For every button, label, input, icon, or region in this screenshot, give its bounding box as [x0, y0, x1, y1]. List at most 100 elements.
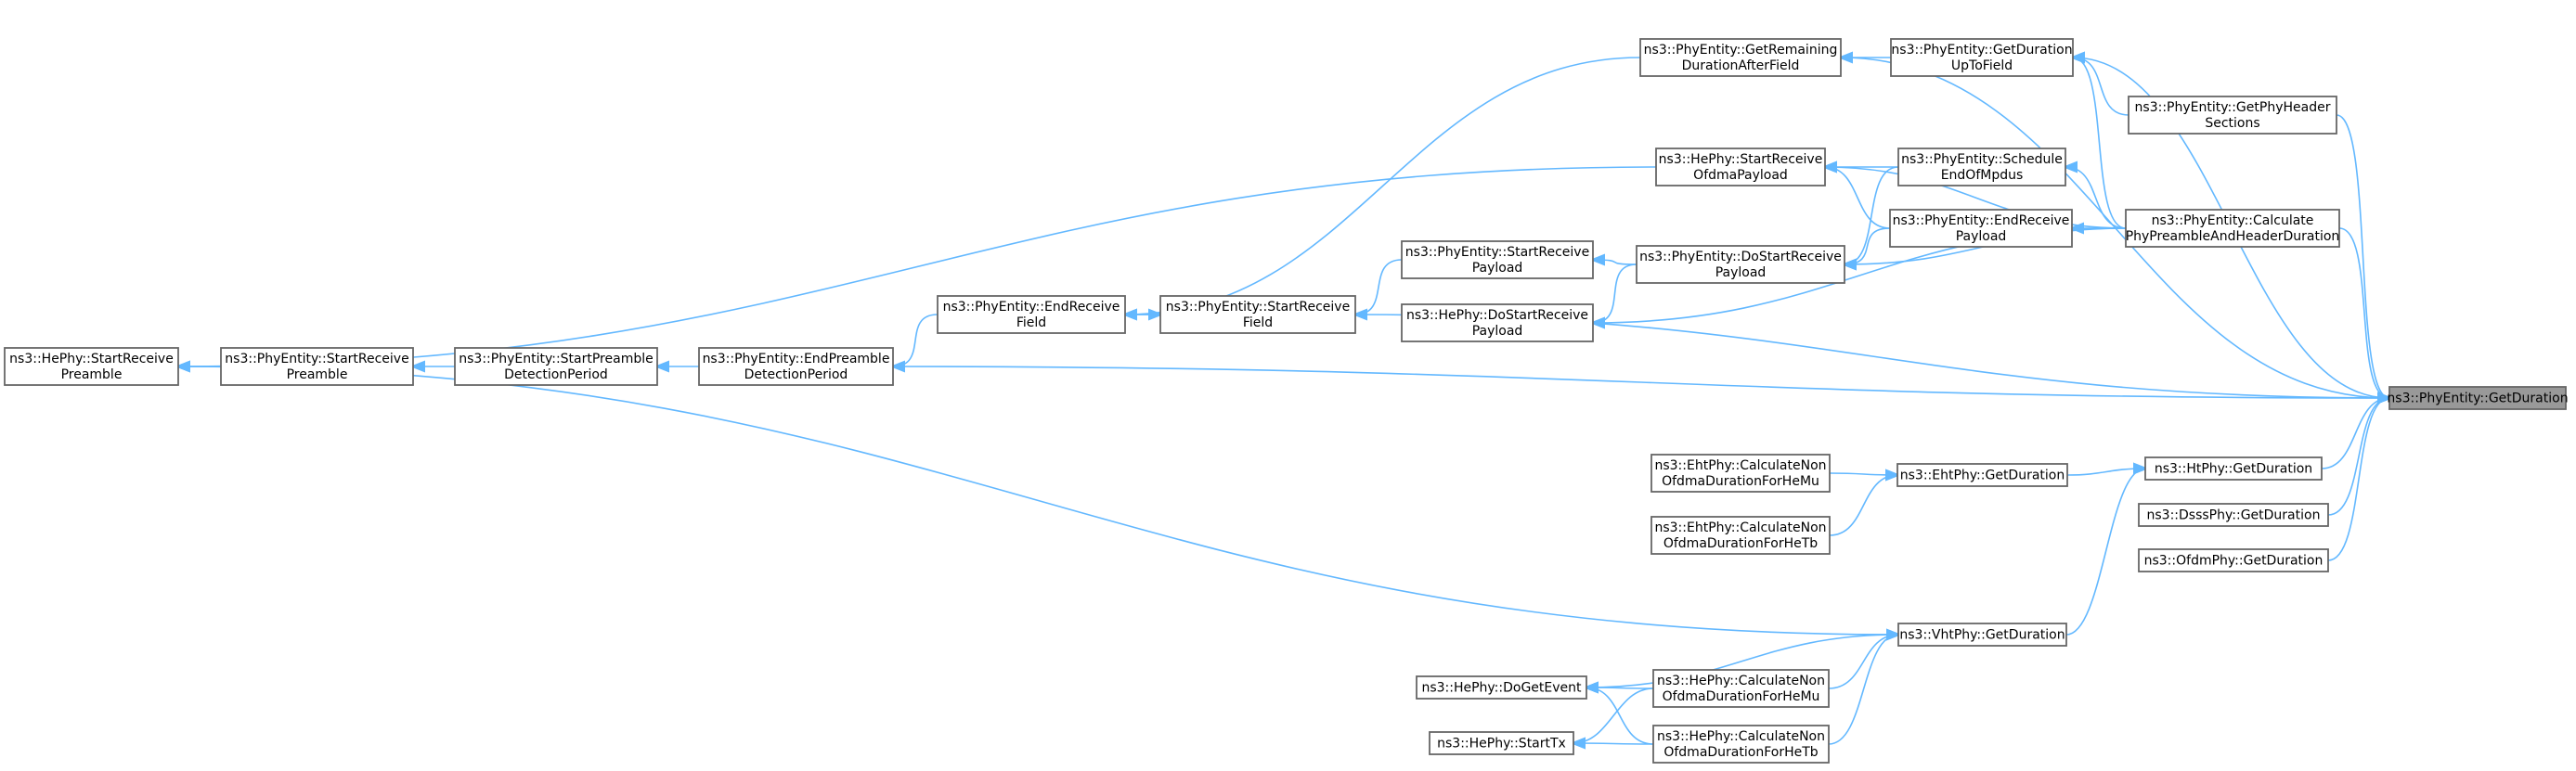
node-label: ns3::HePhy::StartTx [1437, 737, 1566, 752]
node-box [2138, 503, 2329, 527]
node-box [454, 347, 658, 386]
node-label: ns3::PhyEntity::EndReceive [1893, 213, 2070, 228]
node-box [1650, 516, 1831, 555]
node-box [1159, 295, 1356, 334]
node-ofdmgetduration[interactable]: ns3::OfdmPhy::GetDuration [2138, 548, 2329, 572]
edge-hepsro-to-hestartpreamble [178, 166, 1657, 366]
node-box [1652, 725, 1830, 764]
node-ehtnonmu[interactable]: ns3::EhtPhy::CalculateNonOfdmaDurationFo… [1650, 454, 1831, 493]
node-ehtgetduration[interactable]: ns3::EhtPhy::GetDuration [1896, 463, 2068, 487]
node-dogetevent[interactable]: ns3::HePhy::DoGetEvent [1416, 675, 1587, 700]
node-label: ns3::OfdmPhy::GetDuration [2144, 554, 2324, 569]
node-box [4, 347, 179, 386]
edge-henontb-to-dogetevent [1586, 687, 1654, 745]
node-label: ns3::PhyEntity::GetDuration [1891, 43, 2072, 58]
node-label: EndOfMpdus [1941, 168, 2024, 183]
edge-henontb-to-starttx [1573, 743, 1654, 744]
node-label: ns3::HePhy::StartReceive [1659, 152, 1823, 167]
node-box [2388, 386, 2567, 410]
node-box [1897, 623, 2067, 647]
edge-henonmu-to-vhtgetduration [1828, 635, 1898, 689]
edge-endrecvfield-to-endpreamble [893, 314, 938, 366]
node-box [1897, 148, 2066, 186]
node-label: Payload [1472, 261, 1523, 276]
node-box [1416, 675, 1587, 700]
node-label: Field [1016, 315, 1046, 330]
node-getremaining[interactable]: ns3::PhyEntity::GetRemainingDurationAfte… [1639, 38, 1842, 77]
node-label: OfdmaPayload [1693, 168, 1788, 183]
node-vhtgetduration[interactable]: ns3::VhtPhy::GetDuration [1897, 623, 2067, 647]
node-label: ns3::HePhy::DoGetEvent [1421, 681, 1582, 696]
edge-henontb-to-vhtgetduration [1828, 635, 1898, 745]
node-label: DurationAfterField [1682, 58, 1800, 73]
edge-dsssgetduration-to-getduration [2327, 398, 2389, 516]
edge-endrecvpayload-to-hepsro [1825, 167, 1891, 229]
node-dsssgetduration[interactable]: ns3::DsssPhy::GetDuration [2138, 503, 2329, 527]
node-starttx[interactable]: ns3::HePhy::StartTx [1429, 731, 1574, 755]
edge-vhtgetduration-to-hestartpreamble [178, 366, 1899, 636]
node-getduration[interactable]: ns3::PhyEntity::GetDuration [2387, 386, 2569, 410]
edge-getphyheader-to-getduration [2336, 114, 2389, 398]
node-label: Payload [1472, 324, 1523, 339]
node-label: UpToField [1951, 58, 2013, 73]
node-label: ns3::EhtPhy::CalculateNon [1654, 520, 1826, 535]
node-label: ns3::PhyEntity::DoStartReceive [1639, 250, 1842, 264]
edge-getphyheader-to-getdurationupto [2073, 58, 2129, 116]
node-henontb[interactable]: ns3::HePhy::CalculateNonOfdmaDurationFor… [1652, 725, 1830, 764]
edge-calcpreamble-to-getduration [2338, 227, 2389, 398]
node-label: ns3::PhyEntity::StartReceive [225, 352, 408, 366]
node-label: ns3::HePhy::CalculateNon [1657, 729, 1825, 744]
node-endpreamble[interactable]: ns3::PhyEntity::EndPreambleDetectionPeri… [698, 347, 894, 386]
node-label: PhyPreambleAndHeaderDuration [2126, 229, 2340, 244]
node-label: ns3::HePhy::CalculateNon [1657, 674, 1825, 688]
node-label: DetectionPeriod [504, 367, 608, 382]
edge-calcpreamble-to-schedeom [2065, 167, 2127, 229]
node-ehtnontb[interactable]: ns3::EhtPhy::CalculateNonOfdmaDurationFo… [1650, 516, 1831, 555]
node-startpreambledet[interactable]: ns3::PhyEntity::StartPreambleDetectionPe… [454, 347, 658, 386]
node-label: OfdmaDurationForHeMu [1663, 689, 1820, 704]
node-label: ns3::DsssPhy::GetDuration [2147, 508, 2321, 523]
node-label: ns3::PhyEntity::StartReceive [1166, 300, 1350, 315]
node-box [2144, 456, 2323, 481]
node-label: ns3::PhyEntity::EndReceive [943, 300, 1120, 315]
edge-vhtgetduration-to-htgetduration [2065, 469, 2145, 636]
edge-vhtgetduration-to-dogetevent [1586, 634, 1899, 687]
node-box [2138, 548, 2329, 572]
node-label: Sections [2205, 116, 2259, 131]
node-box [1639, 38, 1842, 77]
node-box [1636, 245, 1845, 284]
node-label: Preamble [61, 367, 123, 382]
node-label: ns3::PhyEntity::EndPreamble [703, 352, 890, 366]
edge-dostartrecv-to-startrecvpayload [1593, 260, 1638, 264]
node-box [1896, 463, 2068, 487]
node-box [2125, 209, 2340, 248]
edge-endpreamble-to-getduration [892, 366, 2389, 398]
node-label: ns3::PhyEntity::GetRemaining [1644, 43, 1838, 58]
node-label: ns3::VhtPhy::GetDuration [1899, 628, 2065, 643]
node-calcpreamble[interactable]: ns3::PhyEntity::CalculatePhyPreambleAndH… [2125, 209, 2340, 248]
node-label: OfdmaDurationForHeMu [1662, 474, 1819, 489]
node-label: ns3::PhyEntity::StartReceive [1405, 245, 1589, 260]
node-label: Payload [1715, 265, 1767, 280]
node-henonmu[interactable]: ns3::HePhy::CalculateNonOfdmaDurationFor… [1652, 669, 1830, 708]
edges-layer [178, 58, 2389, 744]
node-label: ns3::PhyEntity::GetDuration [2387, 392, 2568, 406]
node-label: OfdmaDurationForHeTb [1663, 745, 1818, 760]
node-box [1650, 454, 1831, 493]
edge-henonmu-to-dogetevent [1586, 687, 1654, 688]
node-htgetduration[interactable]: ns3::HtPhy::GetDuration [2144, 456, 2323, 481]
node-box [698, 347, 894, 386]
node-label: ns3::EhtPhy::CalculateNon [1654, 458, 1826, 473]
